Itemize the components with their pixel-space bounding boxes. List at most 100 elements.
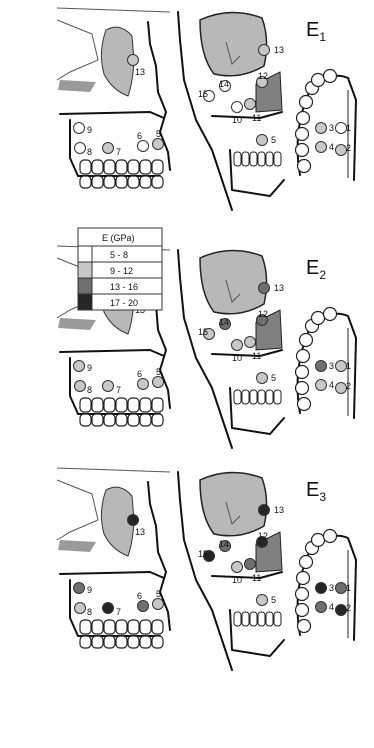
panel2-oblique-orbit: [200, 250, 267, 313]
panel-3-site-label-15: 15: [198, 549, 208, 559]
panel-3-site-label-12: 12: [258, 531, 268, 541]
panel3-lateral-tooth-2: [92, 620, 103, 634]
panel-3-site-6: [138, 601, 149, 612]
panel-3: E3123456789101112131415135: [57, 468, 356, 670]
panel-1-site-13: [128, 55, 139, 66]
panel2-palate-tooth-4: [296, 366, 309, 379]
panel2-palate-tooth-7: [312, 312, 325, 325]
legend-label-2: 13 - 16: [110, 282, 138, 292]
panel-2-site-label-14: 14: [219, 317, 229, 327]
panel-2-site-7: [103, 381, 114, 392]
panel-3-site-label-5: 5: [156, 589, 161, 599]
panel3-oblique-zygoma: [212, 572, 282, 578]
panel1-palate-tooth-2: [300, 96, 313, 109]
panel-3-site-10: [232, 562, 243, 573]
panel3-lateral-tooth-6: [140, 620, 151, 634]
panel-2-site-label-11: 11: [252, 351, 261, 361]
panel-3-site-label-6: 6: [137, 591, 142, 601]
panel-2-site-6: [138, 379, 149, 390]
panel-3-site-label-2: 2: [346, 603, 351, 613]
panel-2-site-label-8: 8: [87, 385, 92, 395]
panel1-oblique-orbit: [200, 12, 267, 75]
panel2-oblique-tooth-5: [266, 390, 273, 404]
panel2-lateral-tooth-3: [104, 398, 115, 412]
legend-swatch-2: [78, 278, 92, 294]
panel-2-site-8: [75, 381, 86, 392]
panel3-oblique-tooth-5: [266, 612, 273, 626]
panel-2-site-4: [316, 380, 327, 391]
panel-2-label-sub: 2: [319, 268, 326, 282]
panel-3-site-label-4: 4: [329, 602, 334, 612]
panel1-lateral-tooth-2: [92, 160, 103, 174]
panel-3-site-label-5b: 5: [271, 595, 276, 605]
panel3-lateral-tooth-lower-5: [128, 636, 139, 648]
panel2-lateral-tooth-1: [80, 398, 91, 412]
panel-3-site-4: [316, 602, 327, 613]
panel-3-site-label-11: 11: [252, 573, 261, 583]
panel-2-site-label-12: 12: [258, 309, 268, 319]
panel2-lateral-tooth-lower-2: [92, 414, 103, 426]
legend-swatch-0: [78, 246, 92, 262]
panel2-lateral-tooth-lower-3: [104, 414, 115, 426]
legend-swatch-1: [78, 262, 92, 278]
panel-2-site-label-15: 15: [198, 327, 208, 337]
panel-2-site-label-5: 5: [156, 367, 161, 377]
panel2-lateral-tooth-5: [128, 398, 139, 412]
panel-2-site-label-10: 10: [232, 353, 242, 363]
panel3-lateral-tooth-3: [104, 620, 115, 634]
legend-label-3: 17 - 20: [110, 298, 138, 308]
panel2-zygoma-line: [60, 350, 164, 356]
panel-1-label: E1: [306, 19, 326, 44]
panel-1-site-label-5: 5: [156, 129, 161, 139]
panel3-oblique-tooth-6: [274, 612, 281, 626]
panel-1-label-sub: 1: [319, 30, 326, 44]
panel2-palate-tooth-2: [300, 334, 313, 347]
panel2-lateral-tooth-lower-7: [152, 414, 163, 426]
panel2-palate-tooth-6: [298, 398, 311, 411]
panel1-oblique-tooth-6: [274, 152, 281, 166]
panel3-lateral-tooth-5: [128, 620, 139, 634]
panel-1-site-label-6: 6: [137, 131, 142, 141]
panel-3-site-13: [128, 515, 139, 526]
panel1-skull-line-top: [57, 8, 170, 12]
panel-1-site-label-13b: 13: [274, 45, 284, 55]
panel3-zygomatic-shade: [58, 540, 96, 552]
panel3-palate-tooth-5: [296, 604, 309, 617]
panel-2-site-label-5b: 5: [271, 373, 276, 383]
panel-1-site-label-14: 14: [219, 79, 229, 89]
panel-3-label-sub: 3: [319, 490, 326, 504]
panel1-palate-tooth-7: [312, 74, 325, 87]
panel2-oblique-tooth-1: [234, 390, 241, 404]
panel3-lateral-tooth-lower-2: [92, 636, 103, 648]
panel-1-site-label-3: 3: [329, 123, 334, 133]
panel-2-site-9: [74, 361, 85, 372]
panel2-oblique-zygoma: [212, 350, 282, 356]
panel1-palate-tooth-6: [298, 160, 311, 173]
panel2-palate-tooth-3: [297, 350, 310, 363]
panel-2-site-2: [336, 383, 347, 394]
panel-1-site-11: [245, 99, 256, 110]
panel3-oblique-tooth-4: [258, 612, 265, 626]
panel1-zygoma-line: [60, 112, 164, 118]
panel1-oblique-tooth-4: [258, 152, 265, 166]
panel-1-site-label-12: 12: [258, 71, 268, 81]
panel1-palate-tooth-4: [296, 128, 309, 141]
panel3-palate-tooth-2: [300, 556, 313, 569]
panel-2-site-3: [316, 361, 327, 372]
panel-2-site-label-13b: 13: [274, 283, 284, 293]
panel1-palate-tooth-3: [297, 112, 310, 125]
panel-1-site-6: [138, 141, 149, 152]
panel3-palate-tooth-4: [296, 588, 309, 601]
panel-1-site-label-11: 11: [252, 113, 261, 123]
panel2-lateral-tooth-2: [92, 398, 103, 412]
panel1-zygomatic-shade: [58, 80, 96, 92]
panel-1-site-4: [316, 142, 327, 153]
panel2-lateral-tooth-lower-6: [140, 414, 151, 426]
panel1-lateral-tooth-lower-5: [128, 176, 139, 188]
panel-1-site-label-9: 9: [87, 125, 92, 135]
panel2-lateral-tooth-lower-5: [128, 414, 139, 426]
